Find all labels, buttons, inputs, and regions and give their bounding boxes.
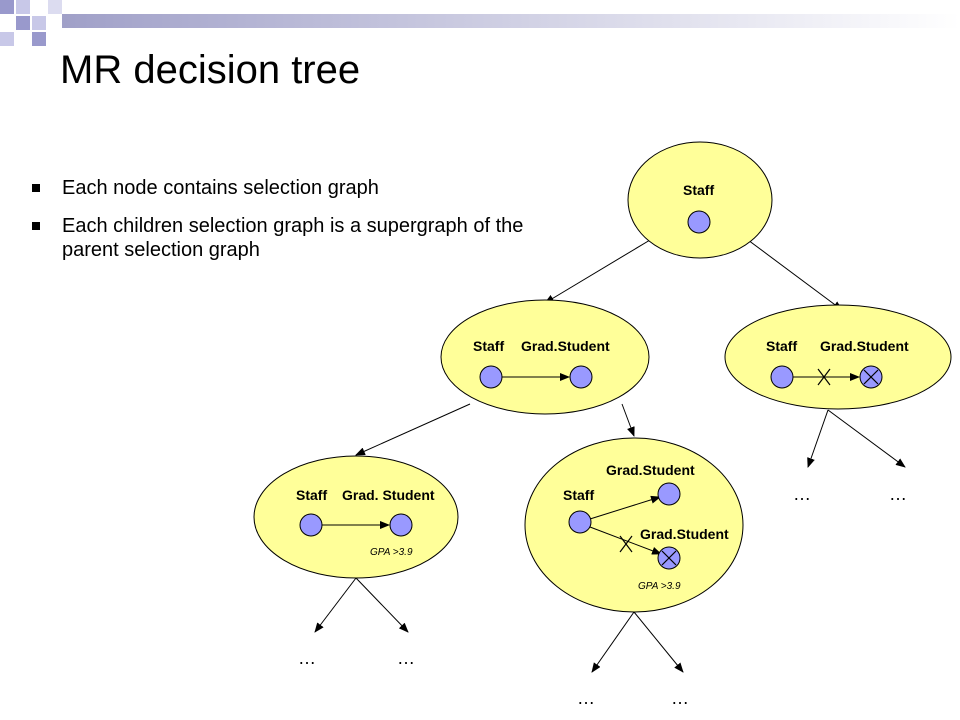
edge-midchild-dots1 [591,611,635,673]
vertex-staff [568,510,592,534]
negation-cross-icon [863,369,879,385]
node-root-ellipse [627,141,773,259]
vertex-staff [687,210,711,234]
ellipsis-text: … [298,648,316,668]
edge-left-midchild [621,403,635,437]
vertex-grad-student [657,482,681,506]
slide-title: MR decision tree [60,48,361,92]
edge-right-dots2 [827,409,906,468]
edge-left-leftchild [355,403,471,456]
edge-right-dots1 [807,409,829,468]
ellipsis-text: … [397,648,415,668]
bullet-list: Each node contains selection graph Each … [30,176,560,276]
vertex-grad-student [389,513,413,537]
negation-cross-icon [619,535,633,553]
node-left-level2-ellipse [253,455,459,579]
negation-cross-icon [817,368,831,386]
label-staff: Staff [296,487,327,503]
vertex-staff [479,365,503,389]
vertex-grad-student [569,365,593,389]
node-root: Staff [627,141,773,259]
edge-root-left [544,239,651,304]
node-mid-level2-ellipse [524,437,744,613]
square-bullet-icon [32,222,40,230]
square-bullet-icon [32,184,40,192]
condition-gpa: GPA >3.9 [638,581,681,592]
ellipsis-text: … [889,484,907,504]
node-left-level2: Staff Grad. Student GPA >3.9 [253,455,459,579]
edge-staff-grad-negated [589,526,662,555]
label-grad-student-negated: Grad.Student [640,526,729,542]
edge-midchild-dots2 [633,611,684,673]
node-left-level1-ellipse [440,299,650,415]
bullet-text: Each children selection graph is a super… [62,215,524,261]
node-mid-level2: Grad.Student Staff Grad.Student GPA >3.9 [524,437,744,613]
label-grad-student: Grad.Student [521,338,610,354]
negation-cross-icon [661,550,677,566]
node-right-level1: Staff Grad.Student [724,304,952,410]
node-root-label: Staff [683,182,714,198]
label-staff: Staff [473,338,504,354]
node-left-level1: Staff Grad.Student [440,299,650,415]
bullet-text: Each node contains selection graph [62,177,379,199]
edge-leftchild-dots2 [355,577,409,633]
vertex-staff [299,513,323,537]
corner-squares [0,0,62,46]
node-right-level1-ellipse [724,304,952,410]
edge-staff-grad [589,495,661,520]
edge-leftchild-dots1 [314,577,357,633]
tree-edges [314,239,906,673]
ellipsis-text: … [671,688,689,708]
edge-root-right [747,239,843,311]
label-grad-student: Grad. Student [342,487,435,503]
condition-gpa: GPA >3.9 [370,547,413,558]
ellipsis-text: … [577,688,595,708]
label-staff: Staff [563,487,594,503]
label-grad-student: Grad.Student [820,338,909,354]
title-bar-gradient [62,14,960,28]
bullet-item: Each node contains selection graph [30,176,560,200]
label-grad-student: Grad.Student [606,462,695,478]
ellipsis-leaves: … … … … … … [298,484,907,708]
ellipsis-text: … [793,484,811,504]
bullet-item: Each children selection graph is a super… [30,214,560,262]
label-staff: Staff [766,338,797,354]
vertex-staff [770,365,794,389]
